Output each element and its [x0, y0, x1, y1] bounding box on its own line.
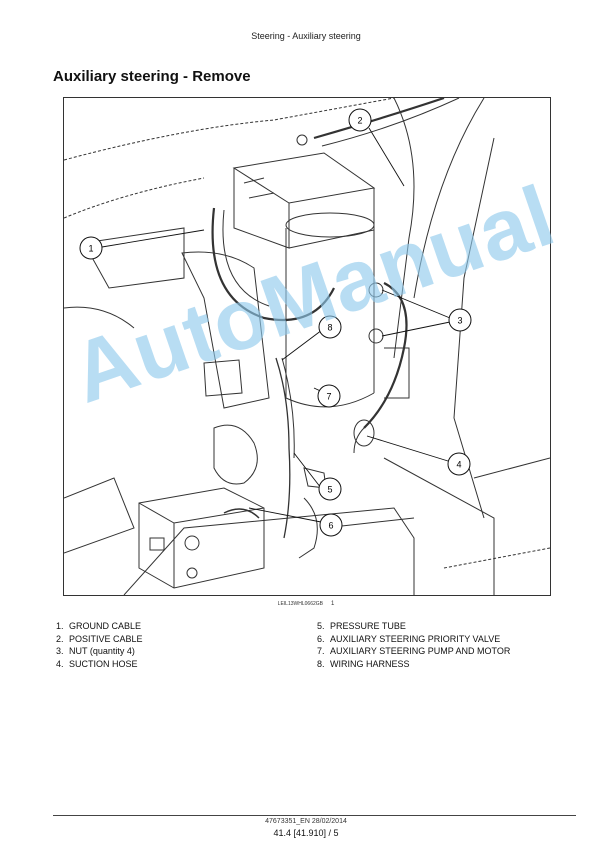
legend-item: 2.POSITIVE CABLE [56, 633, 143, 644]
svg-text:8: 8 [327, 323, 332, 333]
callout-2: 2 [348, 108, 372, 132]
running-header: Steering - Auxiliary steering [251, 31, 361, 41]
svg-text:1: 1 [88, 244, 93, 254]
svg-text:2: 2 [357, 116, 362, 126]
legend-item: 4.SUCTION HOSE [56, 658, 138, 669]
legend-item: 5.PRESSURE TUBE [317, 621, 406, 631]
callout-5: 5 [318, 477, 342, 501]
callout-7: 7 [317, 384, 341, 408]
page-title: Auxiliary steering - Remove [53, 68, 251, 85]
legend-item: 8.WIRING HARNESS [317, 658, 410, 669]
callout-6: 6 [319, 513, 343, 537]
legend-right-column: 5.PRESSURE TUBE 6.AUXILIARY STEERING PRI… [317, 620, 510, 670]
callout-3: 3 [448, 308, 472, 332]
legend-item: 7.AUXILIARY STEERING PUMP AND MOTOR [317, 646, 511, 657]
figure-number: 1 [330, 601, 335, 607]
callout-4: 4 [447, 452, 471, 476]
figure-caption: LEIL13WHL0662GB 1 [0, 601, 612, 607]
legend-item: 6.AUXILIARY STEERING PRIORITY VALVE [317, 633, 501, 644]
footer-divider [53, 815, 576, 816]
legend-left-column: 1.GROUND CABLE 2.POSITIVE CABLE 3.NUT (q… [56, 620, 143, 670]
callout-1: 1 [79, 236, 103, 260]
line-drawing: 1 2 3 4 5 6 7 [64, 98, 550, 595]
svg-text:3: 3 [457, 316, 462, 326]
callout-8: 8 [318, 315, 342, 339]
svg-text:5: 5 [327, 485, 332, 495]
legend-item: 1.GROUND CABLE [56, 621, 142, 631]
legend-item: 3.NUT (quantity 4) [56, 646, 135, 657]
image-code: LEIL13WHL0662GB [277, 601, 323, 607]
footer-document-id: 47673351_EN 28/02/2014 [265, 818, 347, 825]
svg-text:7: 7 [326, 392, 331, 402]
footer-page-reference: 41.4 [41.910] / 5 [273, 828, 339, 838]
technical-illustration: 1 2 3 4 5 6 7 [63, 97, 551, 596]
svg-text:4: 4 [456, 460, 461, 470]
svg-text:6: 6 [328, 521, 333, 531]
